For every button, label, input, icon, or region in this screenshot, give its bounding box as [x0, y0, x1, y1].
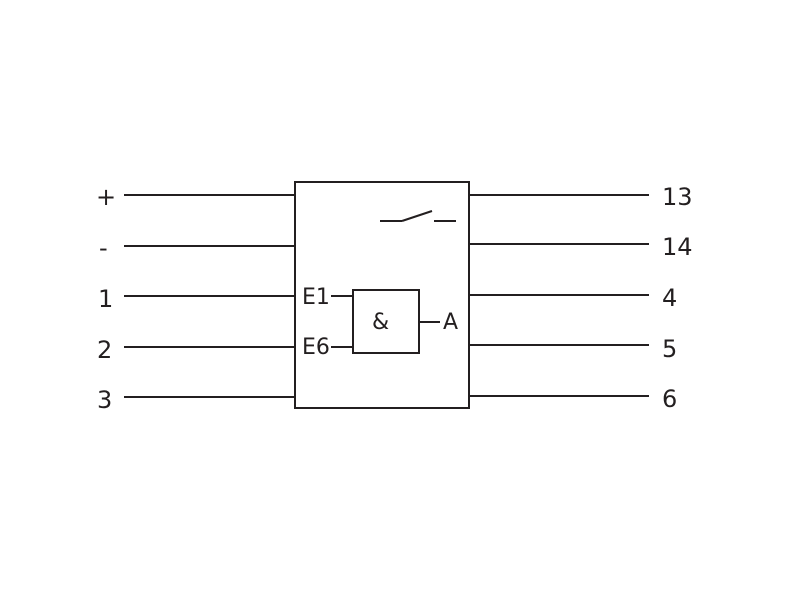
terminal-label-1: 1 — [98, 285, 114, 313]
gate-output-label: A — [443, 310, 459, 335]
gate-input-label-e1: E1 — [302, 285, 330, 310]
terminal-label-3: 3 — [97, 386, 113, 414]
terminal-label-13: 13 — [662, 183, 693, 211]
terminal-label-plus: + — [96, 183, 117, 211]
module-box — [294, 181, 470, 409]
gate-input-label-e6: E6 — [302, 335, 330, 360]
terminal-label-14: 14 — [662, 233, 693, 261]
contact-blade — [401, 210, 433, 222]
terminal-label-minus: - — [99, 234, 108, 262]
terminal-label-6: 6 — [662, 385, 678, 413]
and-gate-symbol: & — [372, 310, 390, 335]
terminal-label-4: 4 — [662, 284, 678, 312]
terminal-label-2: 2 — [97, 336, 113, 364]
terminal-label-5: 5 — [662, 335, 678, 363]
